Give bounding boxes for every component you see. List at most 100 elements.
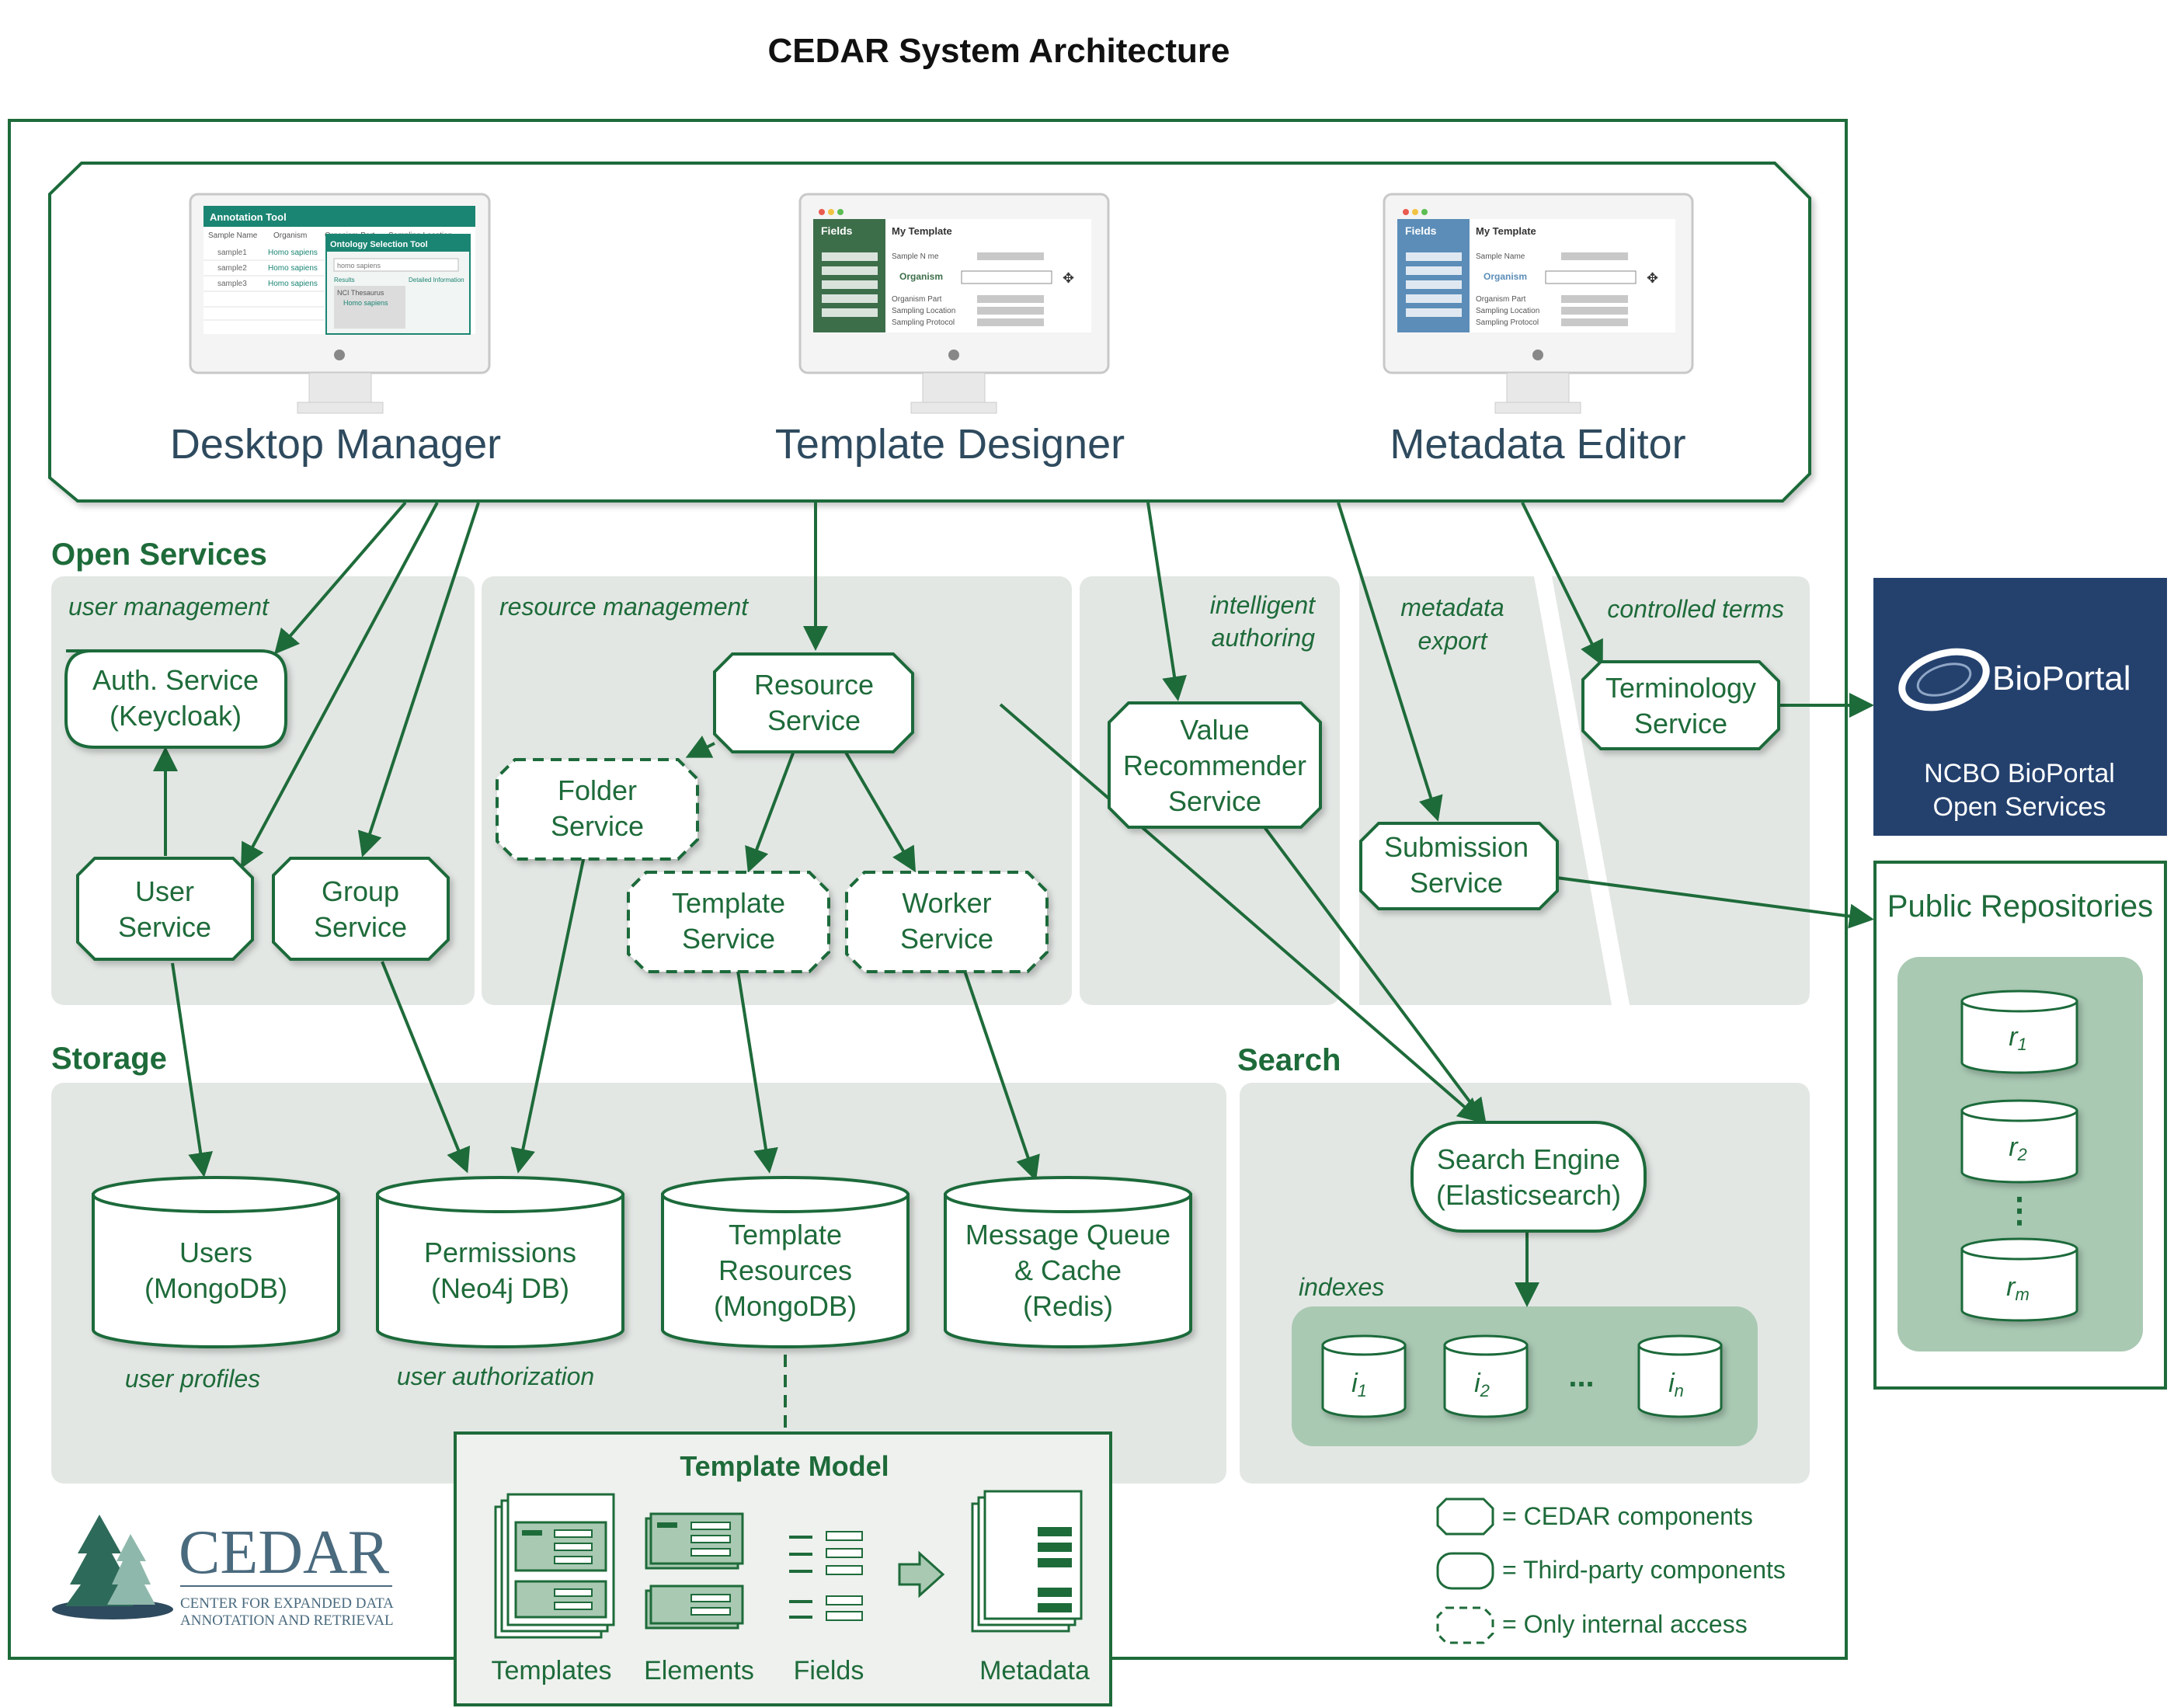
index-i1	[1321, 1334, 1407, 1418]
cedar-logo-name: CEDAR	[179, 1518, 390, 1587]
legend-internal-shape	[1436, 1606, 1494, 1644]
db-users-line2: (MongoDB)	[144, 1272, 287, 1304]
move-icon: ✥	[1063, 270, 1074, 286]
service-auth-line1: Auth. Service	[92, 664, 259, 696]
section-storage: Storage	[51, 1042, 167, 1076]
screen-fields-designer: Fields	[821, 224, 853, 237]
screen-row-sample1: sample1	[217, 249, 247, 257]
db-template-resources-line1: Template	[729, 1219, 842, 1251]
legend-third-party: = Third-party components	[1502, 1556, 1786, 1584]
repo-rm-label: rm	[2006, 1272, 2030, 1304]
service-template: Template Service	[627, 871, 830, 973]
repo-r1-label: r1	[2009, 1022, 2027, 1054]
service-resource: Resource Service	[713, 652, 914, 753]
tm-elements-label: Elements	[644, 1656, 754, 1685]
db-message-queue-line2: & Cache	[1014, 1254, 1122, 1286]
db-permissions	[376, 1176, 624, 1348]
service-group: Group Service	[272, 857, 450, 961]
group-metadata-export-1: metadata	[1400, 593, 1504, 621]
screen-my-template-designer: My Template	[892, 225, 952, 237]
service-folder-line1: Folder	[558, 774, 637, 806]
section-open-services: Open Services	[51, 537, 267, 572]
bioportal-logo-text: BioPortal	[1992, 659, 2131, 697]
screen-col-organism: Organism	[273, 231, 307, 240]
client-metadata-editor: Metadata Editor	[1390, 421, 1685, 468]
db-template-resources-line2: Resources	[718, 1254, 852, 1286]
client-desktop-manager: Desktop Manager	[170, 421, 501, 468]
connectors	[153, 501, 1874, 1433]
screen-search-text: homo sapiens	[337, 262, 381, 270]
bioportal-line1: NCBO BioPortal	[1924, 759, 2115, 788]
screen-row-organism2: Homo sapiens	[268, 264, 318, 273]
screen-ontology-tool: Ontology Selection Tool	[330, 240, 428, 249]
index-i2	[1443, 1334, 1529, 1418]
index-i2-label: i2	[1474, 1369, 1490, 1400]
service-user: User Service	[76, 857, 254, 961]
db-template-resources-line3: (MongoDB)	[714, 1290, 857, 1322]
tm-fields-label: Fields	[794, 1656, 864, 1685]
service-worker-line1: Worker	[902, 887, 991, 919]
screen-row-sample2: sample2	[217, 264, 247, 273]
service-template-line1: Template	[672, 887, 785, 919]
db-permissions-line1: Permissions	[424, 1237, 576, 1268]
service-value-recommender: Value Recommender Service	[1108, 701, 1322, 829]
monitor-metadata-editor: Fields My Template Sample Name Organism …	[1383, 193, 1694, 414]
screen-detailed-info: Detailed Information	[409, 277, 464, 284]
screen-sampling-location-designer: Sampling Location	[892, 307, 955, 315]
bioportal-line2: Open Services	[1933, 792, 2106, 822]
screen-results: Results	[334, 277, 355, 284]
label-user-authorization: user authorization	[397, 1362, 594, 1390]
service-value-line3: Service	[1168, 785, 1261, 817]
screen-homo-sapiens: Homo sapiens	[343, 299, 388, 307]
fields-icon	[789, 1531, 863, 1621]
service-terminology-line1: Terminology	[1605, 672, 1756, 704]
screen-sampling-location-editor: Sampling Location	[1476, 307, 1539, 315]
tm-templates-label: Templates	[492, 1656, 612, 1685]
screen-organism-part-editor: Organism Part	[1476, 295, 1526, 304]
service-folder: Folder Service	[496, 758, 699, 861]
client-template-designer: Template Designer	[775, 421, 1125, 468]
screen-row-organism3: Homo sapiens	[268, 280, 318, 288]
templates-icon	[494, 1493, 615, 1639]
screen-organism-designer: Organism	[899, 271, 943, 282]
index-in-label: in	[1668, 1369, 1684, 1400]
arrow-right-icon	[898, 1550, 945, 1598]
screen-sampling-protocol-designer: Sampling Protocol	[892, 318, 955, 327]
repo-r2	[1960, 1099, 2078, 1184]
legend-cedar: = CEDAR components	[1502, 1502, 1753, 1530]
db-message-queue-line1: Message Queue	[965, 1219, 1170, 1251]
service-terminology-line2: Service	[1634, 708, 1727, 739]
db-users-line1: Users	[179, 1237, 252, 1268]
service-folder-line2: Service	[551, 810, 644, 842]
search-engine: Search Engine (Elasticsearch)	[1410, 1121, 1647, 1233]
service-terminology: Terminology Service	[1581, 660, 1780, 750]
screen-nci-thesaurus: NCI Thesaurus	[337, 289, 384, 297]
service-auth: Auth. Service (Keycloak)	[64, 649, 287, 749]
group-user-management: user management	[68, 593, 270, 621]
metadata-icon	[971, 1490, 1083, 1633]
service-submission-line1: Submission	[1384, 831, 1529, 863]
repo-rm	[1960, 1237, 2078, 1322]
screen-sampling-protocol-editor: Sampling Protocol	[1476, 318, 1539, 327]
group-metadata-export-2: export	[1418, 627, 1488, 655]
repo-r1	[1960, 990, 2078, 1074]
screen-fields-editor: Fields	[1405, 224, 1437, 237]
repo-vdots: ⋮	[2002, 1191, 2037, 1230]
service-user-line1: User	[135, 875, 194, 907]
monitor-desktop-manager: Annotation Tool Sample Name Organism Org…	[189, 193, 491, 414]
screen-col-sample: Sample Name	[208, 231, 258, 240]
label-user-profiles: user profiles	[125, 1365, 260, 1393]
search-engine-line1: Search Engine	[1437, 1143, 1620, 1175]
service-value-line1: Value	[1180, 714, 1249, 746]
service-user-line2: Service	[118, 911, 211, 943]
legend-internal: = Only internal access	[1502, 1610, 1748, 1638]
label-indexes: indexes	[1299, 1273, 1384, 1301]
tm-metadata-label: Metadata	[979, 1656, 1090, 1685]
section-search: Search	[1237, 1043, 1341, 1077]
repo-r2-label: r2	[2009, 1132, 2027, 1164]
cedar-logo-icon	[52, 1515, 173, 1619]
bioportal-logo-icon	[1898, 648, 1990, 711]
legend-cedar-shape	[1436, 1498, 1494, 1536]
service-group-line1: Group	[322, 875, 399, 907]
service-template-line2: Service	[682, 923, 775, 955]
